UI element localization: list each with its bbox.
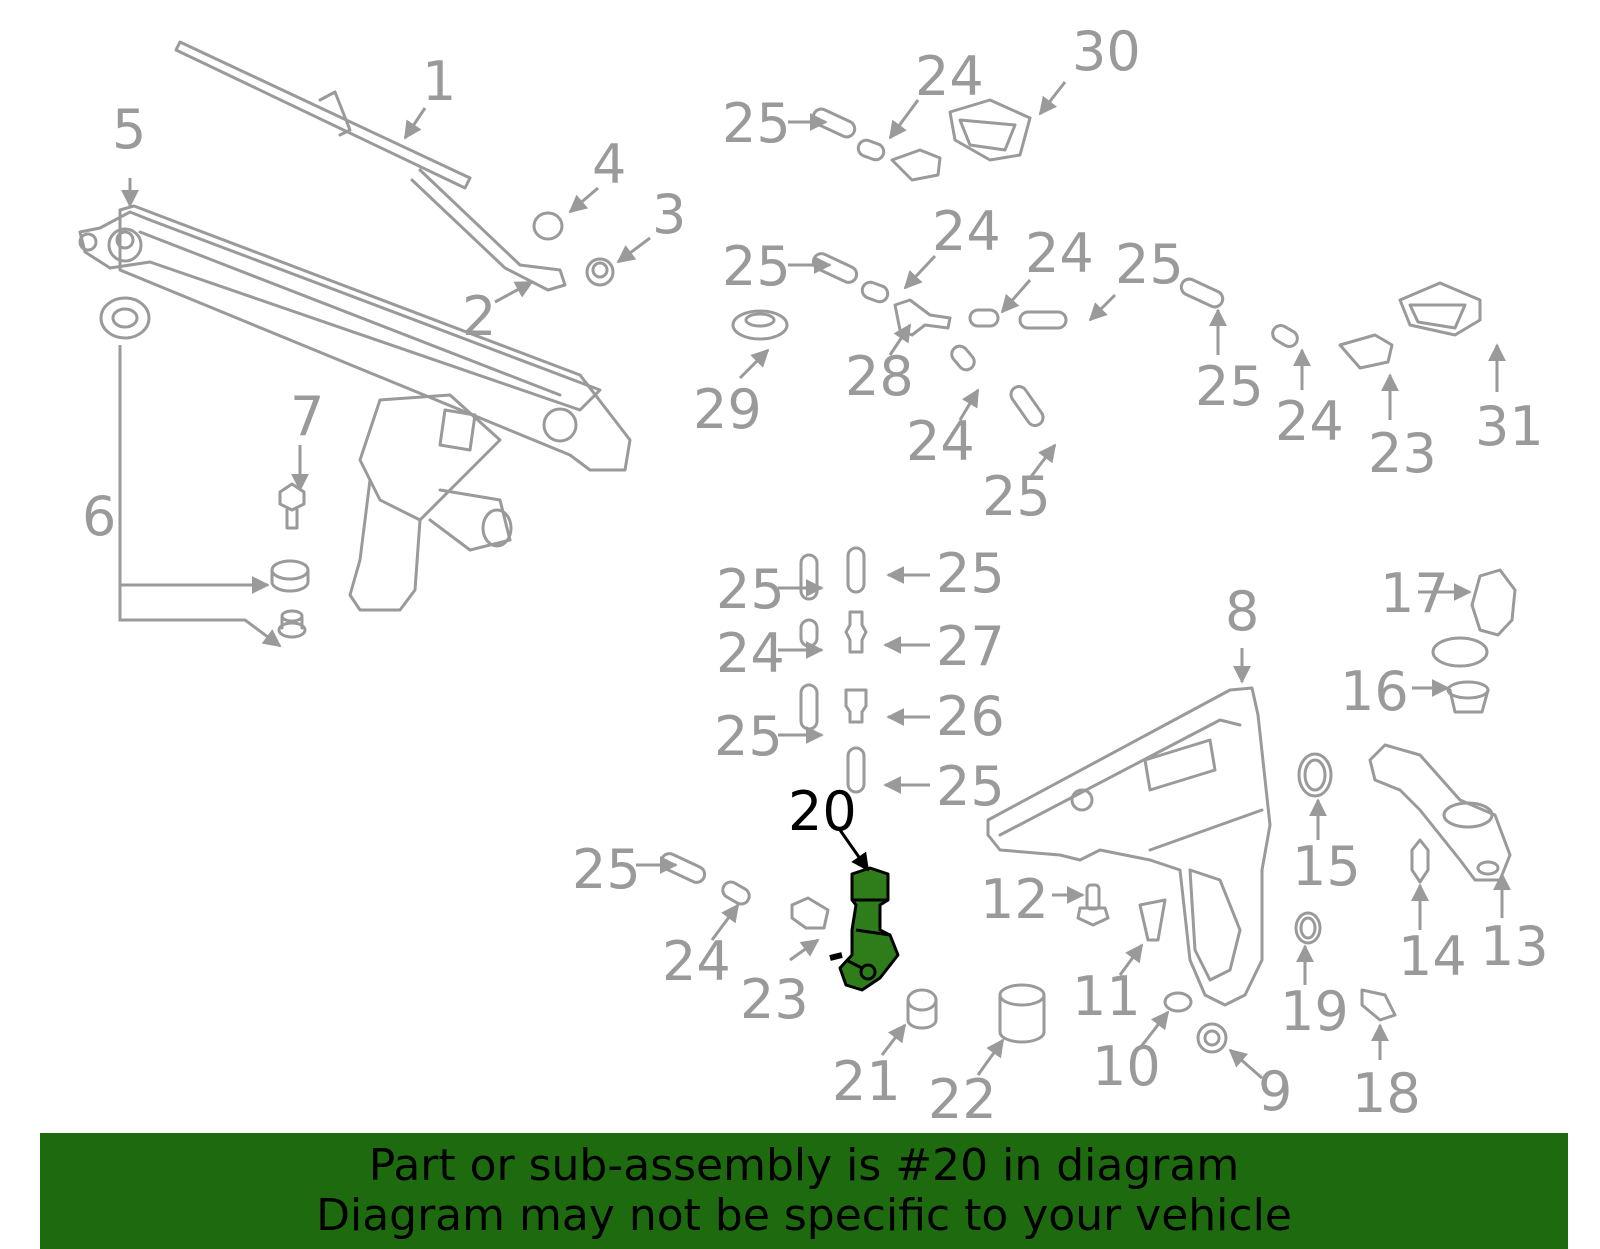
grommet-21-part <box>906 988 938 1030</box>
wiper-linkage-part <box>78 210 602 443</box>
callout-29: 29 <box>693 378 762 441</box>
callout-18: 18 <box>1352 1062 1421 1125</box>
callout-8: 8 <box>1225 580 1259 643</box>
callout-labels: 1 2 3 4 5 6 7 8 9 10 11 12 13 14 15 16 1… <box>82 20 1549 1131</box>
callout-27: 27 <box>936 615 1005 678</box>
wiper-arm-part <box>118 40 632 472</box>
callout-24-right: 24 <box>1275 390 1344 453</box>
bushing-6b-part <box>277 609 307 639</box>
reservoir-part <box>986 686 1272 1007</box>
callout-24-lower: 24 <box>662 930 731 993</box>
callout-25-column-d: 25 <box>936 755 1005 818</box>
callout-1: 1 <box>422 50 456 113</box>
clip-11-part <box>1138 898 1167 942</box>
callout-17: 17 <box>1380 562 1449 625</box>
callout-11: 11 <box>1072 965 1141 1028</box>
callout-15: 15 <box>1292 835 1361 898</box>
notice-banner: Part or sub-assembly is #20 in diagram D… <box>40 1133 1568 1249</box>
callout-31: 31 <box>1475 395 1544 458</box>
callout-24-mid-c: 24 <box>906 410 975 473</box>
callout-25-column-b: 25 <box>936 542 1005 605</box>
callout-24-mid-a: 24 <box>932 200 1001 263</box>
callout-21: 21 <box>832 1050 901 1113</box>
banner-line-1: Part or sub-assembly is #20 in diagram <box>368 1140 1240 1191</box>
callout-2: 2 <box>462 285 496 348</box>
filler-neck-13-part <box>1368 743 1512 882</box>
callout-24-top: 24 <box>915 45 984 108</box>
callout-3: 3 <box>652 183 686 246</box>
hose-top-group <box>811 98 1032 182</box>
cap-17-part <box>1431 568 1517 668</box>
callout-4: 4 <box>592 133 626 196</box>
hose-middle-group <box>731 252 1068 427</box>
grommet-10-part <box>1163 991 1193 1013</box>
callout-16: 16 <box>1340 660 1409 723</box>
bolt-12-part <box>1076 883 1110 927</box>
banner-line-2: Diagram may not be specific to your vehi… <box>316 1190 1292 1241</box>
callout-5: 5 <box>112 98 146 161</box>
callout-25-mid-a: 25 <box>722 235 791 298</box>
callout-13: 13 <box>1480 915 1549 978</box>
callout-25-mid-b: 25 <box>1115 233 1184 296</box>
nut-3-part <box>585 257 615 287</box>
hose-right-group <box>1179 277 1482 370</box>
cap-6-part <box>99 296 151 340</box>
callout-25-mid-c: 25 <box>982 465 1051 528</box>
grommet-9-part <box>1196 1022 1228 1054</box>
callout-6: 6 <box>82 485 116 548</box>
callout-25-top: 25 <box>722 92 791 155</box>
bolt-7-part <box>278 482 306 530</box>
callout-25-column-a: 25 <box>716 558 785 621</box>
seal-22-part <box>998 983 1046 1044</box>
callout-12: 12 <box>980 868 1049 931</box>
callout-7: 7 <box>290 385 324 448</box>
callout-28: 28 <box>845 345 914 408</box>
wiper-motor-part <box>348 393 513 612</box>
clip-14-part <box>1410 838 1430 884</box>
callout-26: 26 <box>936 685 1005 748</box>
callout-9: 9 <box>1258 1060 1292 1123</box>
bushing-6a-part <box>270 559 310 593</box>
callout-22: 22 <box>928 1068 997 1131</box>
clip-18-part <box>1360 988 1397 1022</box>
callout-25-column-c: 25 <box>714 705 783 768</box>
callout-30: 30 <box>1072 20 1141 83</box>
callout-25-right: 25 <box>1195 355 1264 418</box>
oring-19-part <box>1294 911 1322 945</box>
callout-14: 14 <box>1398 925 1467 988</box>
cap-4-part <box>532 211 564 241</box>
oring-15-part <box>1297 752 1333 798</box>
callout-23-right: 23 <box>1368 422 1437 485</box>
callout-23-lower: 23 <box>740 968 809 1031</box>
seal-16-part <box>1446 680 1490 714</box>
hose-column-group <box>659 546 868 930</box>
callout-19: 19 <box>1280 980 1349 1043</box>
callout-24-mid-b: 24 <box>1025 222 1094 285</box>
leader-lines <box>118 81 1511 1080</box>
callout-24-column: 24 <box>716 622 785 685</box>
callout-20: 20 <box>788 780 857 843</box>
callout-25-lower: 25 <box>572 838 641 901</box>
callout-10: 10 <box>1092 1035 1161 1098</box>
washer-pump-part <box>829 866 900 992</box>
